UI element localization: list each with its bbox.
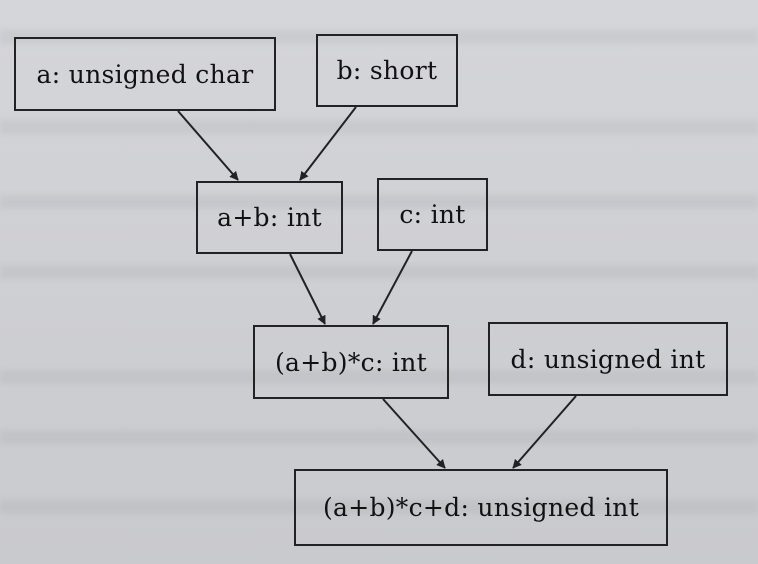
node-c-int: c: int [377, 178, 488, 251]
bleed-through-text [0, 500, 758, 514]
bleed-through-text [0, 195, 758, 209]
bleed-through-text [0, 30, 758, 44]
edge-a-to-ab [177, 110, 239, 181]
node-a-unsigned-char: a: unsigned char [14, 37, 276, 111]
edge-abc-to-abcd [382, 398, 446, 469]
node-ab-times-c-int: (a+b)*c: int [253, 325, 449, 399]
edge-d-to-abcd [512, 395, 577, 469]
node-b-short: b: short [316, 34, 458, 107]
bleed-through-text [0, 370, 758, 384]
node-d-unsigned-int: d: unsigned int [488, 322, 728, 396]
bleed-through-text [0, 265, 758, 279]
node-result-unsigned-int: (a+b)*c+d: unsigned int [294, 469, 668, 546]
edge-ab-to-abc [289, 253, 326, 325]
bleed-through-text [0, 430, 758, 444]
edge-b-to-ab [299, 106, 357, 181]
node-a-plus-b-int: a+b: int [196, 181, 343, 254]
edge-c-to-abc [372, 250, 413, 325]
